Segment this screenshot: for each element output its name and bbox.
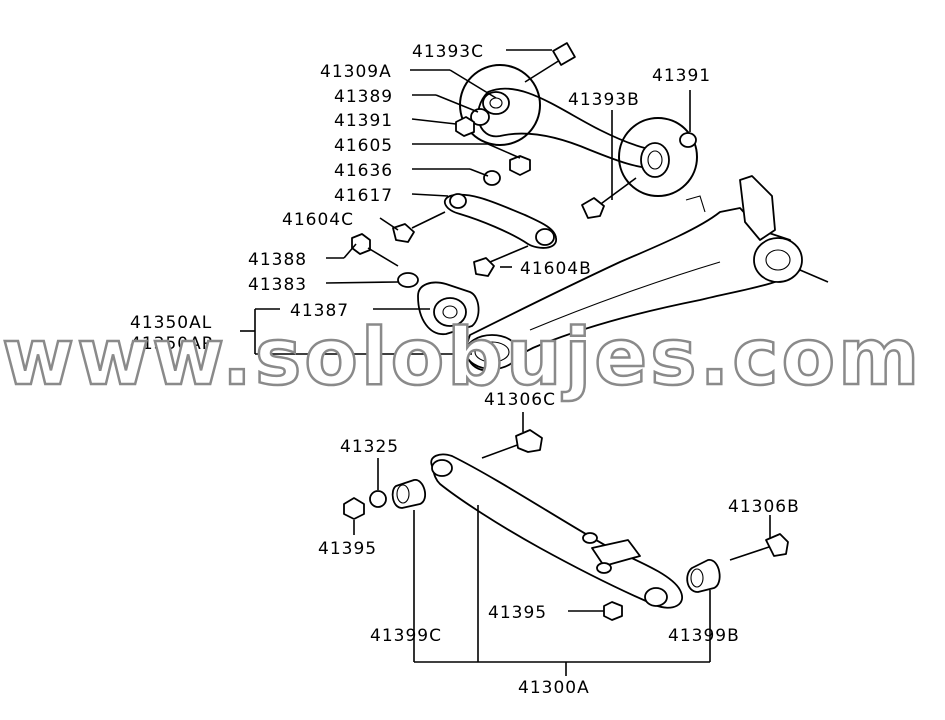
upper-arm-41309A [470, 87, 661, 170]
watermark: www.solobujes.com [2, 313, 922, 403]
bushing-41399C [391, 479, 427, 509]
nut-41395-left [343, 497, 365, 520]
label-41604B: 41604B [520, 259, 592, 279]
bolt-41306B [729, 533, 789, 561]
label-41391-right: 41391 [652, 66, 711, 86]
lower-arm-41300A [430, 453, 683, 609]
bushing-41399B [686, 559, 721, 593]
label-41350AR: 41350AR [130, 334, 215, 354]
nut-41395-bottom [603, 601, 623, 621]
label-41350AL: 41350AL [130, 313, 212, 333]
bolt-41306C [481, 429, 543, 459]
detail-circle-right [618, 117, 698, 197]
label-41399C: 41399C [370, 626, 442, 646]
label-41605: 41605 [334, 136, 393, 156]
label-41395-bottom: 41395 [488, 603, 547, 623]
label-41393B: 41393B [568, 90, 640, 110]
bolt-41393C [524, 42, 576, 83]
label-41389: 41389 [334, 87, 393, 107]
label-41387: 41387 [290, 301, 349, 321]
label-41309A: 41309A [320, 62, 392, 82]
nut-41636 [509, 155, 531, 176]
lateral-link-41617 [443, 193, 557, 249]
trailing-arm-41350 [465, 175, 829, 372]
label-41383: 41383 [248, 275, 307, 295]
label-41395-left: 41395 [318, 539, 377, 559]
washer-41325 [369, 490, 387, 508]
bushing-41387 [417, 281, 480, 335]
label-41617: 41617 [334, 186, 393, 206]
label-41399B: 41399B [668, 626, 740, 646]
label-41388: 41388 [248, 250, 307, 270]
leader-lines [240, 49, 771, 676]
nut-41391-left [455, 116, 475, 137]
label-41300A: 41300A [518, 678, 590, 698]
label-41306C: 41306C [484, 390, 556, 410]
bolt-41388 [351, 233, 399, 267]
label-41636: 41636 [334, 161, 393, 181]
label-41391-left: 41391 [334, 111, 393, 131]
bolt-41393B [581, 177, 637, 219]
label-41325: 41325 [340, 437, 399, 457]
bolt-41604B [473, 245, 529, 277]
label-41306B: 41306B [728, 497, 800, 517]
label-41393C: 41393C [412, 42, 484, 62]
bushing-right [640, 132, 697, 178]
bolt-41604C [392, 211, 446, 243]
washer-41383 [397, 272, 419, 288]
washer-41605 [483, 170, 501, 186]
label-41604C: 41604C [282, 210, 354, 230]
